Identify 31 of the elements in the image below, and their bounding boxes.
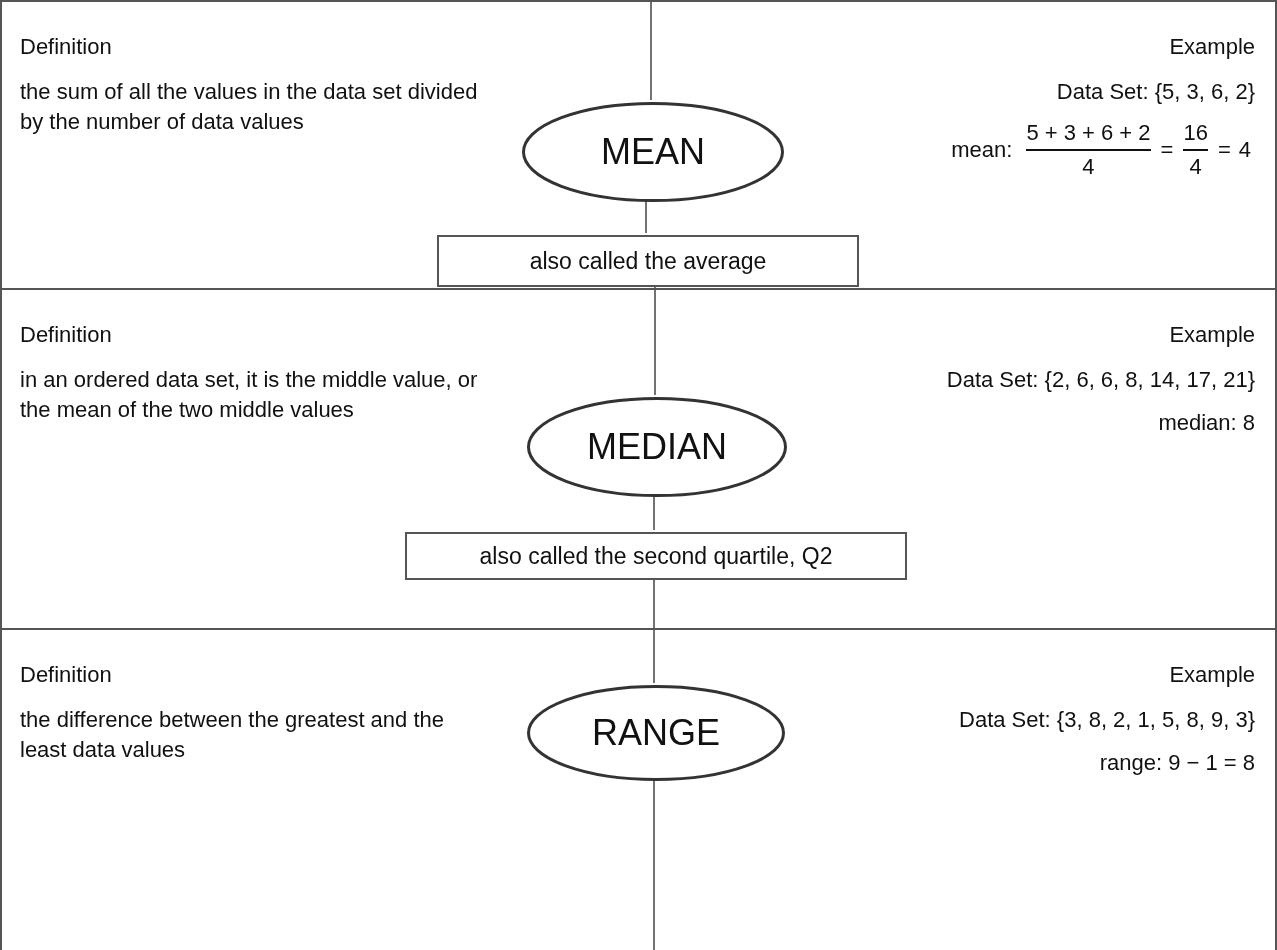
heading-text: Example xyxy=(1169,661,1255,689)
row-panel xyxy=(0,628,1277,950)
term-label: RANGE xyxy=(591,712,721,754)
denominator-text: 4 xyxy=(1189,154,1202,180)
example-text: mean: xyxy=(951,137,1013,163)
row-panel xyxy=(0,0,1277,288)
note-box: also called the average xyxy=(437,235,859,287)
numerator-text: 16 xyxy=(1183,120,1208,146)
equals-sign: = xyxy=(1217,137,1231,163)
example-text: Data Set: {3, 8, 2, 1, 5, 8, 9, 3} xyxy=(959,706,1255,734)
numerator-text: 5 + 3 + 6 + 2 xyxy=(1026,120,1151,146)
example-text: Data Set: {5, 3, 6, 2} xyxy=(1056,78,1255,106)
heading-text: Definition xyxy=(20,661,112,689)
term-label: MEAN xyxy=(600,131,706,173)
heading-text: Definition xyxy=(20,33,112,61)
heading-text: Example xyxy=(1169,321,1255,349)
equals-sign: = xyxy=(1160,137,1174,163)
heading-text: Definition xyxy=(20,321,112,349)
definition-text: the sum of all the values in the data set divided by the number of data values xyxy=(20,78,479,136)
example-text: range: 9 − 1 = 8 xyxy=(1099,749,1255,777)
example-text: median: 8 xyxy=(1158,409,1255,437)
definition-text: the difference between the greatest and the least data values xyxy=(20,706,445,764)
heading-text: Example xyxy=(1169,33,1255,61)
note-box: also called the second quartile, Q2 xyxy=(405,532,907,580)
example-text: Data Set: {2, 6, 6, 8, 14, 17, 21} xyxy=(946,366,1255,394)
definition-text: in an ordered data set, it is the middle value, or the mean of the two middle values xyxy=(20,366,479,424)
result-text: 4 xyxy=(1238,137,1251,163)
term-label: MEDIAN xyxy=(586,426,728,468)
connector-line xyxy=(650,0,652,101)
denominator-text: 4 xyxy=(1082,154,1095,180)
row-panel xyxy=(0,288,1277,628)
